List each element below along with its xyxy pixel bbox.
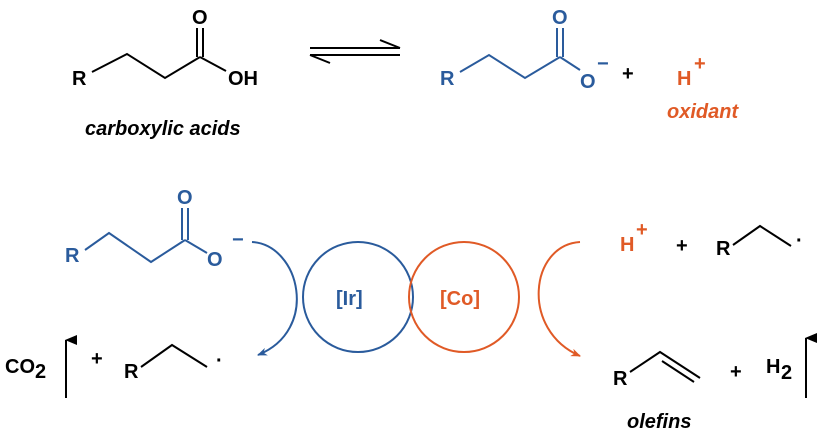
hydroxyl-label: OH — [228, 68, 258, 90]
oxide-oxygen: O — [207, 249, 223, 271]
r-group-label: R — [72, 68, 87, 90]
carbonyl-oxygen: O — [192, 7, 208, 29]
carboxylate-structure-top: R O O − — [440, 7, 609, 93]
r-group-label: R — [613, 368, 628, 390]
carbonyl-oxygen: O — [177, 187, 193, 209]
co-catalytic-cycle — [408, 241, 520, 353]
r-group-label: R — [65, 245, 80, 267]
plus-sign: + — [730, 361, 742, 383]
r-group-label: R — [716, 238, 731, 260]
positive-charge: + — [636, 219, 648, 241]
olefin-bonds — [629, 350, 701, 379]
plus-sign: + — [676, 235, 688, 257]
radical-dot: · — [796, 230, 803, 252]
ir-cycle-arrow — [251, 241, 298, 356]
carbonyl-oxygen: O — [552, 7, 568, 29]
plus-sign: + — [91, 348, 103, 370]
olefins-label: olefins — [627, 411, 691, 433]
equilibrium-arrows — [309, 39, 401, 64]
h2-subscript: 2 — [781, 362, 792, 384]
co2-subscript: 2 — [35, 361, 46, 383]
alkyl-radical-bonds — [732, 224, 792, 247]
carboxylate-structure-cycle: R O O − — [65, 187, 244, 271]
proton-label: H — [620, 234, 634, 256]
negative-charge: − — [232, 229, 244, 251]
oxide-oxygen: O — [580, 71, 596, 93]
oxidant-label: oxidant — [667, 101, 739, 123]
ir-catalytic-cycle — [302, 241, 414, 353]
co2-label: CO — [5, 356, 35, 378]
carboxylic-acid-structure: R O OH carboxylic acids — [72, 7, 258, 140]
r-group-label: R — [124, 361, 139, 383]
proton-label: H — [677, 68, 691, 90]
h2-label: H — [766, 356, 780, 378]
positive-charge: + — [694, 53, 706, 75]
co-cycle-arrow — [537, 241, 581, 357]
iridium-catalyst-label: [Ir] — [336, 288, 363, 310]
negative-charge: − — [597, 53, 609, 75]
plus-sign: + — [622, 63, 634, 85]
alkyl-radical-bonds — [140, 343, 208, 368]
radical-dot: · — [216, 350, 223, 372]
carboxylic-acids-label: carboxylic acids — [85, 118, 241, 140]
cobalt-catalyst-label: [Co] — [440, 288, 480, 310]
r-group-label: R — [440, 68, 455, 90]
